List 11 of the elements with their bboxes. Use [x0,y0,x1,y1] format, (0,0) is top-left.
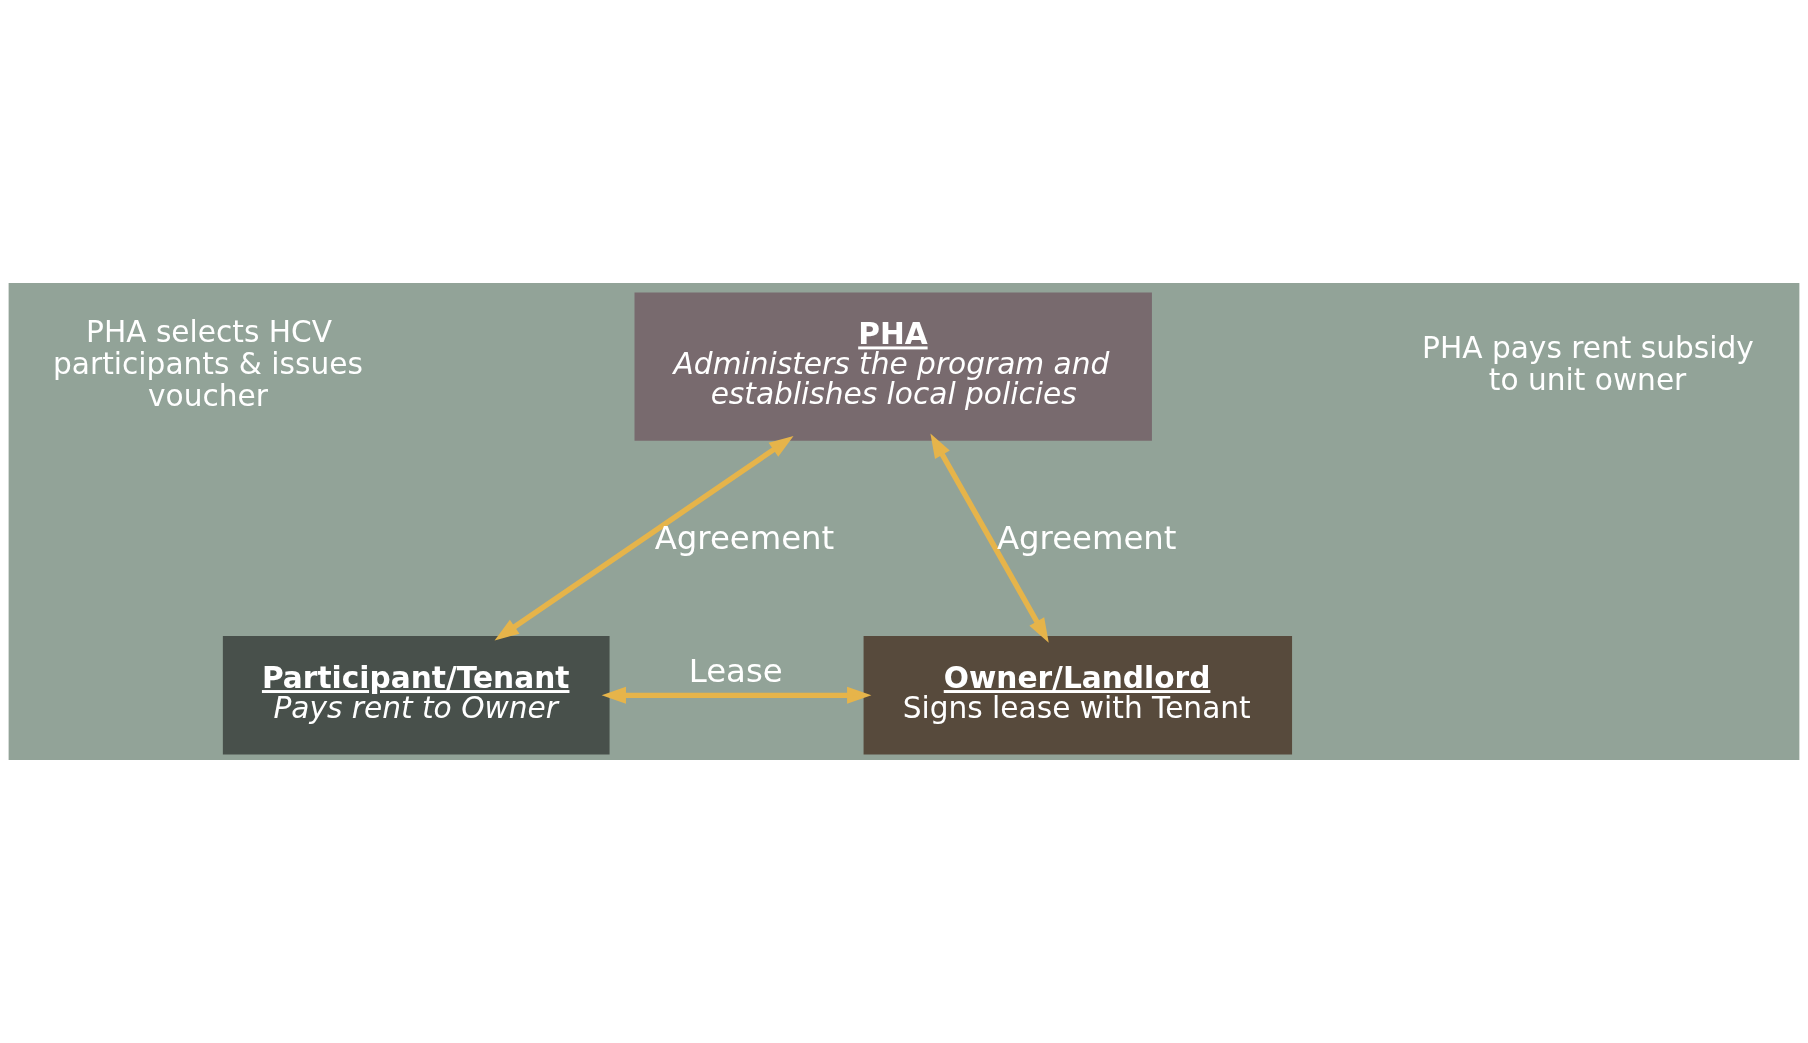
node-box: PHA Administers the program and establishes local policies [634,292,1152,441]
arrow [601,686,872,704]
label: PHA selects HCV participants & issues voucher [53,313,363,414]
arrow [930,433,1049,643]
edge-label: Agreement [654,518,835,557]
label: PHA pays rent subsidy to unit owner [1422,329,1754,398]
node-box: Participant/Tenant Pays rent to Owner [222,636,610,755]
edge-label: Agreement [996,518,1177,557]
edge-label: Lease [688,652,783,691]
arrow [494,436,794,641]
node-box: Owner/Landlord Signs lease with Tenant [863,636,1293,755]
